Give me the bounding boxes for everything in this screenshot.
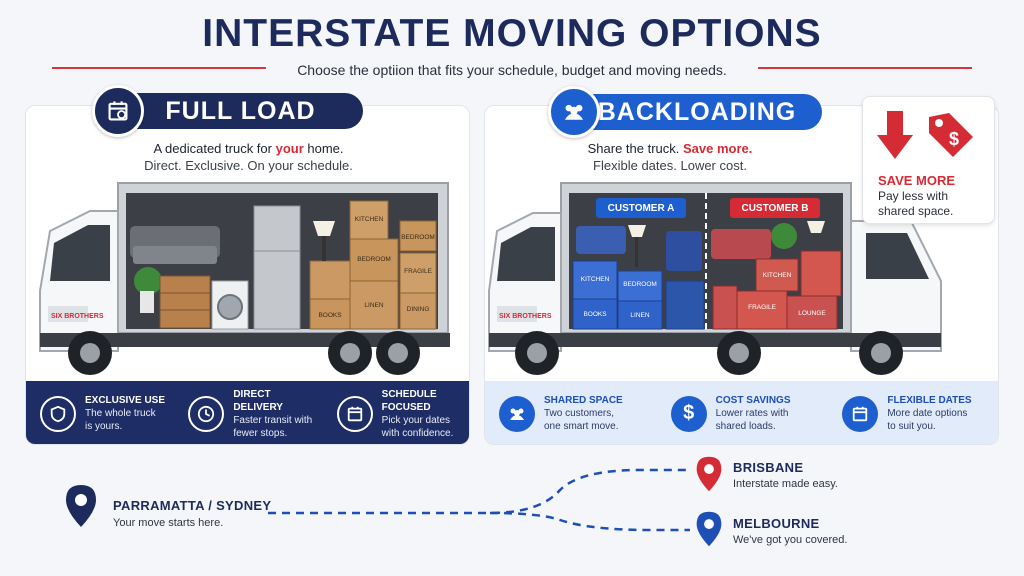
box-label: LOUNGE xyxy=(798,310,826,317)
shield-icon xyxy=(40,395,76,432)
feature-schedule-focused: SCHEDULE FOCUSED Pick your dates with co… xyxy=(323,381,469,444)
feature-title: SHARED SPACE xyxy=(544,395,623,406)
box-label: DINING xyxy=(407,306,430,313)
box-label: KITCHEN xyxy=(763,272,792,279)
price-tag-icon: $ xyxy=(929,113,973,157)
page-subtitle: Choose the optiion that fits your schedu… xyxy=(297,62,727,78)
feature-title: FLEXIBLE DATES xyxy=(887,395,972,406)
feature-text: Faster transit with xyxy=(233,414,313,426)
title-rule-right xyxy=(758,67,972,69)
box-label: BOOKS xyxy=(583,311,607,318)
box-label: LINEN xyxy=(630,312,649,319)
full-load-truck-illustration: SIX BROTHERS KITCHEN BEDROOM BEDROOM FRAGIL… xyxy=(39,182,450,375)
route-origin-subtitle: Your move starts here. xyxy=(113,517,224,529)
feature-flexible-dates: FLEXIBLE DATES More date options to suit… xyxy=(828,381,998,444)
full-load-tagline: A dedicated truck for your home. xyxy=(153,141,344,156)
truck-brand-text: SIX BROTHERS xyxy=(499,313,552,320)
route-origin-title: PARRAMATTA / SYDNEY xyxy=(113,498,272,513)
route-line-brisbane xyxy=(268,468,690,515)
route-map xyxy=(268,468,690,532)
save-more-text: Pay less with shared space. xyxy=(878,189,954,218)
feature-cost-savings: $ COST SAVINGS Lower rates with shared l… xyxy=(657,381,829,444)
box-label: BEDROOM xyxy=(623,281,657,288)
route-brisbane-subtitle: Interstate made easy. xyxy=(733,478,838,490)
route-melbourne-subtitle: We've got you covered. xyxy=(733,534,848,546)
box-label: KITCHEN xyxy=(581,276,610,283)
feature-text: More date options xyxy=(887,408,968,419)
feature-text: is yours. xyxy=(85,421,123,432)
customer-a-label: CUSTOMER A xyxy=(596,198,686,218)
calendar-icon xyxy=(92,85,144,137)
backloading-label: BACKLOADING xyxy=(572,94,822,130)
svg-text:$: $ xyxy=(949,129,959,149)
feature-text: fewer stops. xyxy=(233,427,288,439)
box-label: LINEN xyxy=(364,302,383,309)
full-load-panel[interactable]: A dedicated truck for your home. Direct.… xyxy=(25,105,470,445)
map-pin-icon xyxy=(696,511,722,547)
full-load-tagline-secondary: Direct. Exclusive. On your schedule. xyxy=(144,158,353,173)
feature-text: The whole truck xyxy=(85,408,156,419)
map-pin-icon xyxy=(696,456,722,492)
truck-brand-text: SIX BROTHERS xyxy=(51,313,104,320)
feature-shared-space: SHARED SPACE Two customers, one smart mo… xyxy=(485,381,657,444)
customer-b-label: CUSTOMER B xyxy=(730,198,820,218)
page-title: INTERSTATE MOVING OPTIONS xyxy=(202,12,822,55)
feature-title: EXCLUSIVE USE xyxy=(85,395,166,406)
calendar-icon xyxy=(842,395,879,432)
calendar-icon xyxy=(336,395,373,432)
box-label: KITCHEN xyxy=(355,216,384,223)
box-label: BOOKS xyxy=(318,312,342,319)
feature-text: Two customers, xyxy=(544,408,615,419)
backloading-tagline: Share the truck. Save more. xyxy=(587,141,753,156)
feature-text: Lower rates with xyxy=(715,408,789,419)
dollar-icon: $ xyxy=(670,395,707,432)
save-more-card: $ SAVE MORE Pay less with shared space. xyxy=(862,96,995,224)
full-load-features-bar: EXCLUSIVE USE The whole truck is yours. … xyxy=(26,381,469,444)
full-load-label: FULL LOAD xyxy=(118,93,363,129)
save-more-title: SAVE MORE xyxy=(878,173,956,188)
route-brisbane-title: BRISBANE xyxy=(733,460,804,475)
backloading-truck-illustration: SIX BROTHERS KITCHEN BEDROOM BOOKS LINEN KIT… xyxy=(488,182,942,375)
box-label: BEDROOM xyxy=(357,256,391,263)
feature-direct-delivery: DIRECT DELIVERY Faster transit with fewe… xyxy=(174,381,322,444)
box-label: FRAGILE xyxy=(404,268,432,275)
feature-text: shared loads. xyxy=(715,421,776,432)
feature-title: DIRECT DELIVERY xyxy=(233,388,283,413)
clock-icon xyxy=(188,395,225,432)
box-label: FRAGILE xyxy=(748,304,776,311)
map-pin-icon xyxy=(66,485,96,527)
feature-text: to suit you. xyxy=(887,421,936,432)
feature-title: SCHEDULE FOCUSED xyxy=(381,388,437,413)
feature-text: with confidence. xyxy=(381,427,454,439)
backloading-tagline-secondary: Flexible dates. Lower cost. xyxy=(593,158,747,173)
backloading-panel[interactable]: Share the truck. Save more. Flexible dat… xyxy=(484,105,999,445)
full-load-tagline-emphasis: your xyxy=(275,141,304,156)
feature-text: Pick your dates xyxy=(381,414,451,426)
box-label: BEDROOM xyxy=(401,234,435,241)
feature-title: COST SAVINGS xyxy=(715,395,791,406)
feature-text: one smart move. xyxy=(544,421,619,432)
title-rule-left xyxy=(52,67,266,69)
group-icon xyxy=(548,86,600,138)
feature-exclusive-use: EXCLUSIVE USE The whole truck is yours. xyxy=(26,381,174,444)
arrow-down-icon xyxy=(877,111,913,159)
group-icon xyxy=(499,395,535,432)
backloading-tagline-emphasis: Save more. xyxy=(683,141,753,156)
backloading-features-bar: SHARED SPACE Two customers, one smart mo… xyxy=(485,381,998,444)
route-line-melbourne xyxy=(489,511,690,532)
route-melbourne-title: MELBOURNE xyxy=(733,516,820,531)
